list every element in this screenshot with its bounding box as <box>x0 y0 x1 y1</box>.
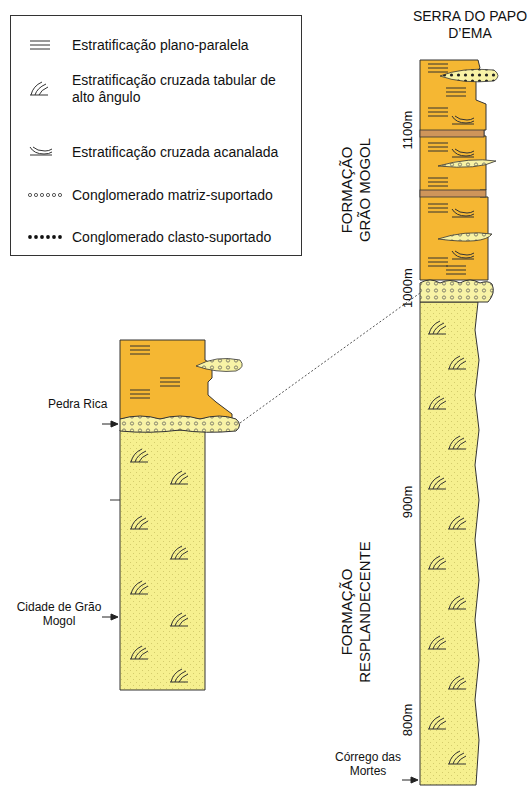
conglomerate-lens <box>438 233 492 241</box>
conglomerate-bed <box>420 280 493 302</box>
bedding-symbols <box>428 64 474 764</box>
thin-bed <box>420 130 484 137</box>
pointer-arrow <box>102 421 418 783</box>
axis-label: 1100m <box>400 100 416 160</box>
legend-symbol <box>28 193 61 196</box>
conglomerate-lens <box>196 358 242 371</box>
legend-text: Estratificação cruzada acanalada <box>72 144 298 161</box>
legend-text: Conglomerado clasto-suportado <box>72 229 294 246</box>
conglomerate-lens <box>440 69 498 82</box>
axis-label: FORMAÇÃO GRÃO MOGOL <box>338 134 374 246</box>
thin-bed <box>420 190 486 197</box>
axis-label: 800m <box>400 690 416 750</box>
legend-symbol <box>28 235 62 239</box>
axis-label: 1000m <box>400 258 416 318</box>
annotation-label: Cidade de Grão Mogol <box>15 600 103 629</box>
bedding-symbols <box>130 346 188 682</box>
legend-text: Conglomerado matriz-suportado <box>72 187 294 204</box>
legend-box <box>11 16 302 256</box>
legend-text: Estratificação cruzada tabular de alto â… <box>72 72 284 106</box>
orange-sandstone-unit <box>120 340 232 419</box>
annotation-label: Pedra Rica <box>48 397 128 411</box>
conglomerate-lens <box>438 160 496 167</box>
axis-label: 900m <box>400 472 416 532</box>
orange-sandstone-unit <box>420 60 488 280</box>
annotation-label: SERRA DO PAPO D’EMA <box>410 8 528 42</box>
sandstone-unit <box>420 302 479 785</box>
legend-symbol <box>30 41 50 49</box>
tick <box>110 500 120 501</box>
correlation-line <box>240 293 420 423</box>
legend-text: Estratificação plano-paralela <box>72 37 294 54</box>
legend-symbol <box>30 147 52 155</box>
axis-label: FORMAÇÃO RESPLANDECENTE <box>338 532 374 692</box>
legend-symbol <box>30 82 48 95</box>
sandstone-unit <box>120 430 205 690</box>
annotation-label: Córrego das Mortes <box>328 750 408 779</box>
conglomerate-bed <box>120 416 240 432</box>
